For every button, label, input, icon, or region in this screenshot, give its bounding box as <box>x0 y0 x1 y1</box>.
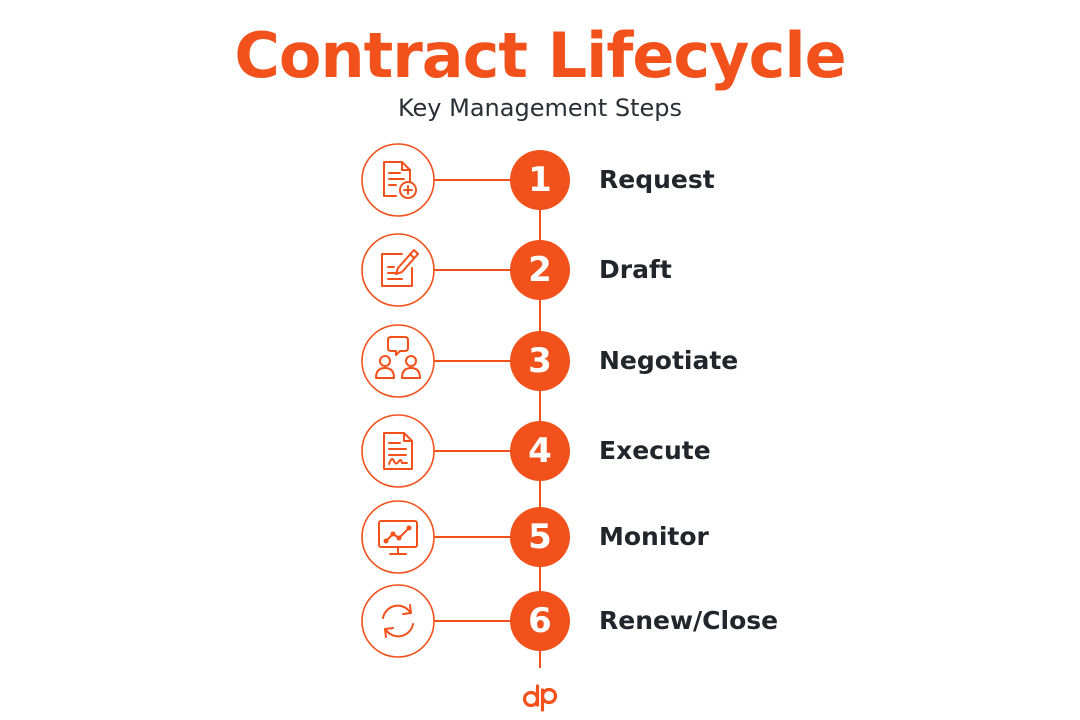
people-chat-icon <box>375 336 421 379</box>
page-title: Contract Lifecycle <box>234 19 846 92</box>
step-circle-2 <box>510 240 570 300</box>
step-circle-4 <box>510 421 570 481</box>
step-number-5: 5 <box>528 517 552 557</box>
step-label-draft: Draft <box>599 255 672 284</box>
page-subtitle: Key Management Steps <box>397 94 682 122</box>
monitor-chart-icon <box>378 520 418 555</box>
step-number-1: 1 <box>528 160 552 200</box>
edit-document-icon <box>381 249 419 287</box>
icon-circle-6 <box>361 584 435 658</box>
step-circle-1 <box>510 150 570 210</box>
refresh-cycle-icon <box>382 604 414 638</box>
document-plus-icon <box>383 161 417 199</box>
step-label-execute: Execute <box>599 436 711 465</box>
step-label-negotiate: Negotiate <box>599 346 739 375</box>
step-circle-5 <box>510 507 570 567</box>
icon-circles <box>361 143 435 658</box>
step-label-monitor: Monitor <box>599 522 709 551</box>
step-number-3: 3 <box>528 341 552 381</box>
step-label-renew-close: Renew/Close <box>599 606 779 635</box>
step-number-circles <box>510 150 570 651</box>
step-number-6: 6 <box>528 601 552 641</box>
step-number-4: 4 <box>528 431 552 471</box>
step-number-2: 2 <box>528 250 552 290</box>
icon-circle-4 <box>361 414 435 488</box>
dp-logo-icon <box>522 684 558 712</box>
connectors <box>434 179 512 622</box>
signed-document-icon <box>383 432 413 470</box>
icon-circle-3 <box>361 324 435 398</box>
step-label-request: Request <box>599 165 715 194</box>
step-circle-6 <box>510 591 570 651</box>
step-circle-3 <box>510 331 570 391</box>
